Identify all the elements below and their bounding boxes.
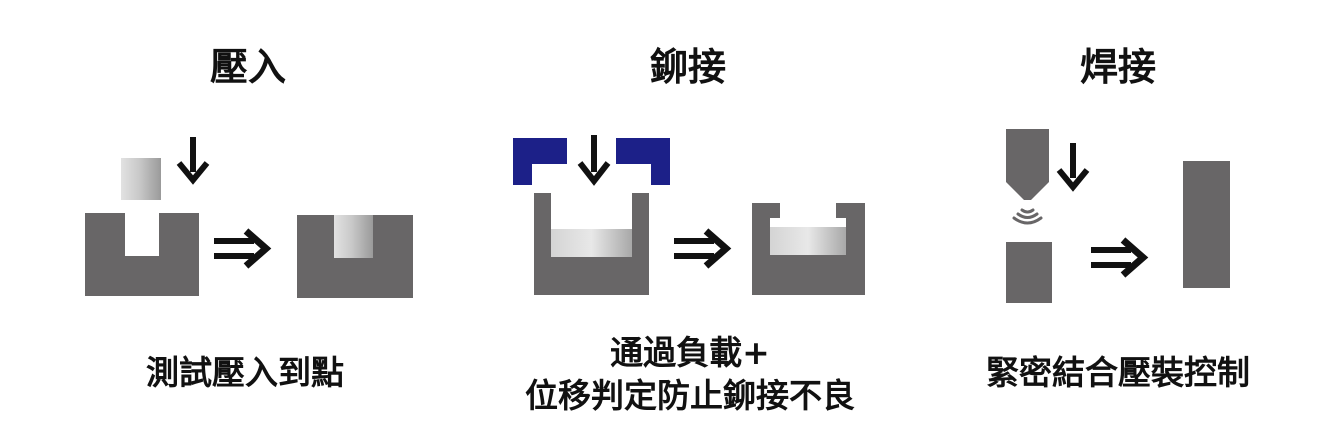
rivet-clamp-right [616, 138, 670, 185]
rivet-plate-after [770, 227, 846, 255]
caption-line: 測試壓入到點 [146, 353, 344, 392]
down-arrow-icon [577, 135, 611, 186]
weld-horn [1006, 129, 1049, 200]
rivet-plate-before [551, 229, 632, 257]
double-right-arrow-icon [674, 228, 732, 269]
press-fit-diagram [85, 137, 413, 298]
panel-title-riveting: 鉚接 [649, 45, 726, 89]
rivet-base-before [534, 193, 649, 295]
welding-diagram [1006, 129, 1230, 303]
press-pin-inserted [334, 215, 373, 258]
panel-title-welding: 焊接 [1079, 45, 1156, 89]
press-pin [121, 158, 161, 200]
panel-caption-welding: 緊密結合壓裝控制 [908, 352, 1328, 395]
caption-line: 位移判定防止鉚接不良 [525, 375, 855, 415]
down-arrow-icon [1056, 143, 1090, 192]
weld-workpiece-before [1006, 242, 1052, 303]
down-arrow-icon [176, 137, 210, 185]
caption-line: 通過負載+ [610, 333, 770, 372]
double-right-arrow-icon [1091, 237, 1149, 278]
panel-title-press-fit: 壓入 [209, 45, 286, 89]
riveting-diagram [513, 135, 865, 295]
press-base-before [85, 213, 199, 296]
ultrasonic-wave-icon [1012, 208, 1043, 225]
caption-line: 緊密結合壓裝控制 [986, 353, 1250, 392]
panel-caption-riveting: 通過負載+ 位移判定防止鉚接不良 [480, 332, 900, 418]
rivet-base-after [752, 203, 865, 295]
panel-caption-press-fit: 測試壓入到點 [35, 352, 455, 395]
rivet-clamp-left [513, 138, 567, 185]
double-right-arrow-icon [214, 228, 272, 269]
weld-workpiece-after [1183, 161, 1230, 288]
